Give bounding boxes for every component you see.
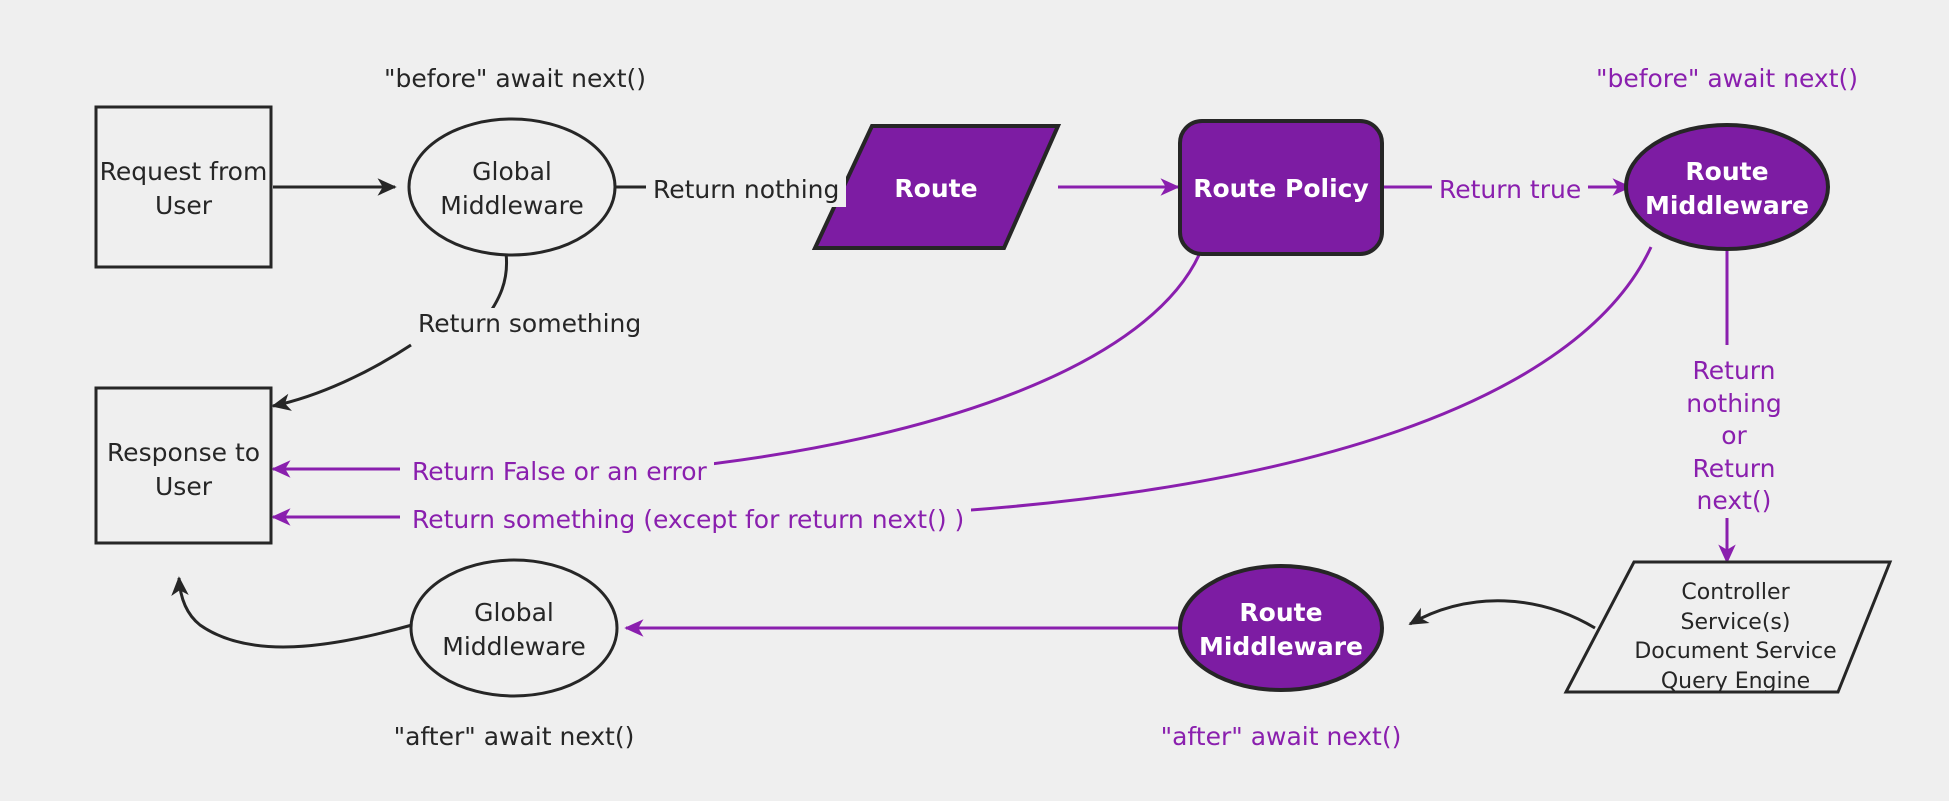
edge-global-return-something-lower	[271, 343, 412, 411]
node-route-policy[interactable]	[1178, 119, 1384, 256]
edge-gm-bottom-to-response	[171, 576, 413, 649]
node-response-to-user[interactable]	[94, 386, 273, 545]
edge-policy-return-false-curve	[666, 254, 1201, 471]
node-global-middleware-bottom[interactable]	[409, 558, 619, 698]
edge-label-return-true: Return true	[1432, 174, 1589, 207]
edge-label-return-nothing: Return nothing	[646, 174, 847, 207]
edge-label-return-nothing-or-next: Return nothing or Return next()	[1647, 355, 1821, 518]
node-route[interactable]	[811, 124, 1062, 250]
node-route-middleware-top[interactable]	[1624, 123, 1830, 251]
node-request-from-user[interactable]	[94, 105, 273, 269]
node-route-middleware-bottom[interactable]	[1178, 564, 1384, 692]
edge-controller-to-rm-bottom	[1408, 599, 1596, 630]
edge-label-return-something-except-next: Return something (except for return next…	[405, 504, 972, 537]
node-controller-stack[interactable]	[1563, 560, 1893, 694]
edge-label-return-false-or-error: Return False or an error	[405, 456, 714, 489]
edge-rm-return-something-curve	[847, 246, 1653, 519]
node-global-middleware-top[interactable]	[407, 117, 617, 257]
edge-label-return-something: Return something	[411, 308, 649, 341]
